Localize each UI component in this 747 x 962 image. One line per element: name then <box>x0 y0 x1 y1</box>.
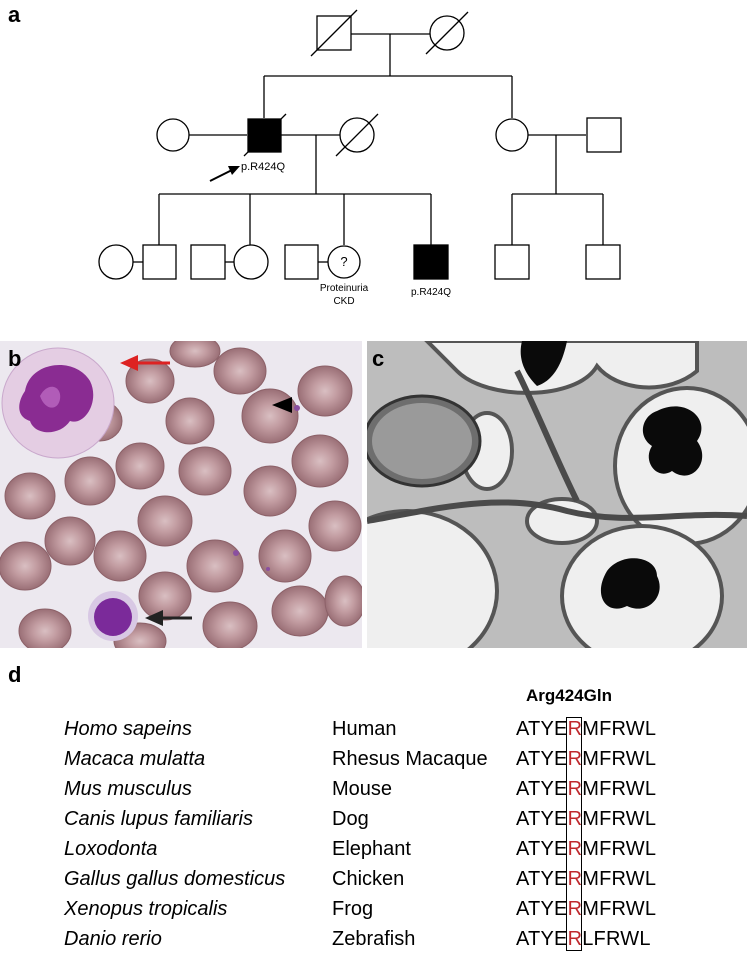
alignment-row: Homo sapeins Human ATYERMFRWL <box>0 718 747 748</box>
sequence: ATYERLFRWL <box>516 928 651 950</box>
cousin-square <box>585 244 621 280</box>
alignment-row: Danio rerio Zebrafish ATYERLFRWL <box>0 928 747 958</box>
species-name: Homo sapeins <box>64 718 192 740</box>
aunt-circle <box>495 118 529 152</box>
red-arrow-icon <box>120 355 170 371</box>
alignment-row: Mus musculus Mouse ATYERMFRWL <box>0 778 747 808</box>
black-arrow-icon <box>145 610 192 626</box>
panel-label-c: c <box>372 346 385 371</box>
blood-smear-image <box>0 341 362 648</box>
common-name: Dog <box>332 808 369 830</box>
spouse-male-square <box>190 244 226 280</box>
species-name: Macaca mulatta <box>64 748 206 770</box>
species-name: Xenopus tropicalis <box>64 898 228 920</box>
panel-label-a: a <box>8 2 21 27</box>
species-name: Canis lupus familiaris <box>64 808 253 830</box>
deceased-slash <box>310 9 358 57</box>
spouse-male-square <box>284 244 319 280</box>
son-affected-square <box>413 244 449 280</box>
deceased-slash <box>425 11 469 55</box>
cousin-square <box>494 244 530 280</box>
common-name: Human <box>332 718 397 740</box>
pedigree-chart: p.R424Q ? Proteinuria CKD p.R424Q <box>98 9 622 307</box>
uncle-square <box>586 117 622 153</box>
common-name: Mouse <box>332 778 393 800</box>
son-variant-label: p.R424Q <box>411 287 451 298</box>
common-name: Rhesus Macaque <box>332 748 488 770</box>
common-name: Elephant <box>332 838 411 860</box>
species-name: Danio rerio <box>64 928 162 950</box>
unknown-status-symbol: ? <box>340 254 347 269</box>
sequence: ATYERMFRWL <box>516 778 657 800</box>
conserved-residue-box <box>566 717 582 951</box>
panel-label-d: d <box>8 662 22 687</box>
sequence: ATYERMFRWL <box>516 868 657 890</box>
sequence: ATYERMFRWL <box>516 838 657 860</box>
daughter-note-ckd: CKD <box>333 296 354 307</box>
deceased-slash <box>243 113 287 157</box>
spouse-female-circle <box>156 118 190 152</box>
son-square <box>142 244 177 280</box>
sequence: ATYERMFRWL <box>516 748 657 770</box>
daughter-unknown-circle <box>327 245 361 279</box>
panel-label-b: b <box>8 346 22 371</box>
sequence: ATYERMFRWL <box>516 718 657 740</box>
alignment-row: Macaca mulatta Rhesus Macaque ATYERMFRWL <box>0 748 747 778</box>
sequence: ATYERMFRWL <box>516 898 657 920</box>
mutation-title: Arg424Gln <box>526 686 612 705</box>
deceased-slash <box>335 113 379 157</box>
proband-arrow-icon <box>209 166 240 182</box>
electron-micrograph-image <box>367 341 747 648</box>
common-name: Zebrafish <box>332 928 416 950</box>
sequence: ATYERMFRWL <box>516 808 657 830</box>
daughter-note-proteinuria: Proteinuria <box>320 283 369 294</box>
alignment-row: Xenopus tropicalis Frog ATYERMFRWL <box>0 898 747 928</box>
alignment-row: Loxodonta Elephant ATYERMFRWL <box>0 838 747 868</box>
spouse-female-circle <box>98 244 134 280</box>
species-name: Gallus gallus domesticus <box>64 868 286 890</box>
black-arrowhead-icon <box>272 397 292 413</box>
species-name: Loxodonta <box>64 838 158 860</box>
alignment-row: Canis lupus familiaris Dog ATYERMFRWL <box>0 808 747 838</box>
proband-variant-label: p.R424Q <box>241 161 285 173</box>
species-name: Mus musculus <box>64 778 192 800</box>
common-name: Frog <box>332 898 374 920</box>
alignment-row: Gallus gallus domesticus Chicken ATYERMF… <box>0 868 747 898</box>
daughter-circle <box>233 244 269 280</box>
common-name: Chicken <box>332 868 405 890</box>
